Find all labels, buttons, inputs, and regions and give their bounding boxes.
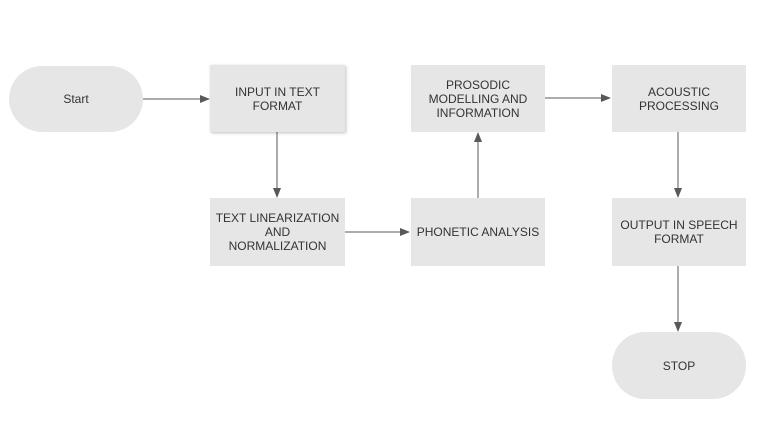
prosodic-modelling-node: PROSODIC MODELLING AND INFORMATION (411, 65, 545, 132)
stop-node: STOP (612, 332, 746, 399)
start-node: Start (9, 66, 143, 132)
phonetic-analysis-node: PHONETIC ANALYSIS (411, 198, 545, 266)
output-speech-node: OUTPUT IN SPEECH FORMAT (612, 198, 746, 266)
text-linearization-node: TEXT LINEARIZATION AND NORMALIZATION (210, 198, 345, 266)
acoustic-processing-node: ACOUSTIC PROCESSING (612, 65, 746, 132)
input-text-node: INPUT IN TEXT FORMAT (210, 65, 345, 132)
